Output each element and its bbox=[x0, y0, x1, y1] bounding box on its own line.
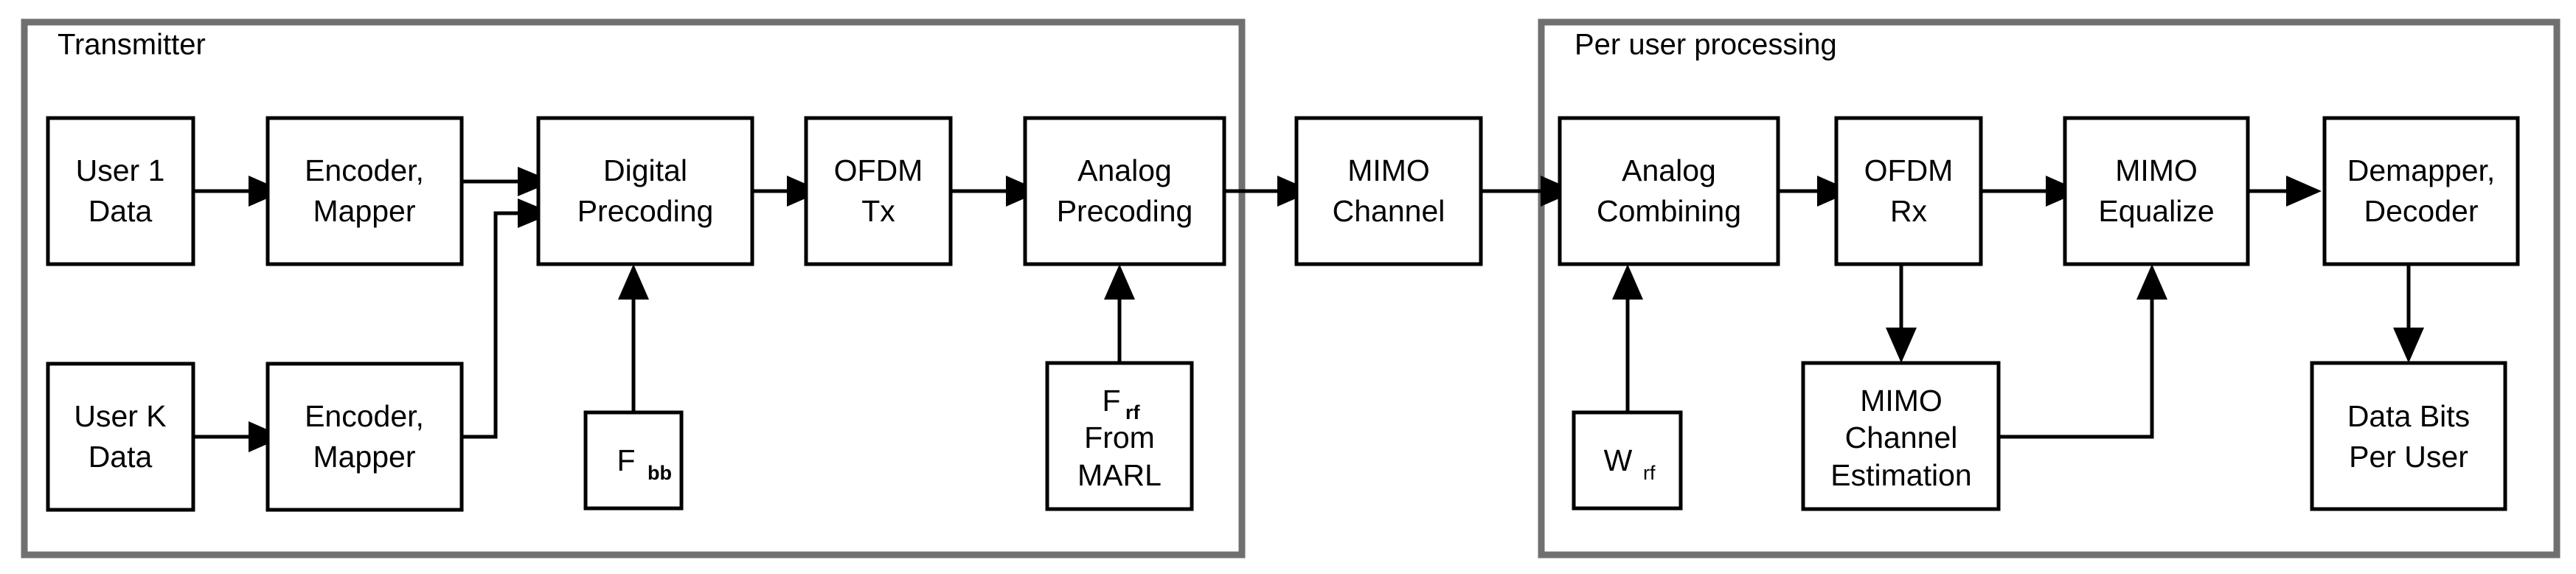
mimo-channel-estimation-line-1: MIMO bbox=[1860, 384, 1943, 418]
analog-combining-box[interactable] bbox=[1558, 116, 1780, 266]
digital-precoding-line-2: Precoding bbox=[577, 194, 714, 228]
encoder-mapper-1-line-2: Mapper bbox=[313, 194, 415, 228]
node-digital-precoding[interactable]: Digital Precoding bbox=[536, 116, 754, 266]
edge-demapper-to-data-bits bbox=[2393, 264, 2424, 363]
node-user-1-data[interactable]: User 1 Data bbox=[46, 116, 195, 266]
encoder-mapper-k-line-1: Encoder, bbox=[305, 399, 424, 433]
f-rf-line-2: From bbox=[1084, 421, 1155, 454]
node-mimo-channel-estimation[interactable]: MIMO Channel Estimation bbox=[1801, 361, 2001, 511]
node-encoder-mapper-1[interactable]: Encoder, Mapper bbox=[265, 116, 464, 266]
node-mimo-channel[interactable]: MIMO Channel bbox=[1294, 116, 1483, 266]
w-rf-subscript: rf bbox=[1643, 462, 1656, 484]
transmitter-frame bbox=[21, 18, 1246, 559]
f-rf-subscript: rf bbox=[1125, 401, 1141, 423]
node-f-rf-from-marl[interactable]: F rf From MARL bbox=[1045, 361, 1194, 511]
node-f-bb[interactable]: F bb bbox=[583, 410, 684, 511]
mimo-channel-estimation-line-3: Estimation bbox=[1830, 458, 1971, 492]
node-w-rf[interactable]: W rf bbox=[1572, 410, 1683, 511]
per-user-processing-label: Per user processing bbox=[1575, 29, 1837, 61]
f-bb-symbol: F bbox=[617, 443, 635, 477]
f-bb-subscript: bb bbox=[648, 462, 672, 484]
transmitter-label: Transmitter bbox=[58, 29, 206, 61]
w-rf-symbol: W bbox=[1604, 443, 1633, 477]
group-per-user-processing: Per user processing bbox=[1538, 18, 2561, 559]
mimo-channel-line-2: Channel bbox=[1333, 194, 1445, 228]
mimo-equalize-line-2: Equalize bbox=[2098, 194, 2214, 228]
node-encoder-mapper-k[interactable]: Encoder, Mapper bbox=[265, 362, 464, 512]
f-rf-symbol: F bbox=[1102, 384, 1120, 418]
edge-frf-to-analog-precoding bbox=[1104, 264, 1135, 363]
node-ofdm-tx[interactable]: OFDM Tx bbox=[804, 116, 953, 266]
node-analog-precoding[interactable]: Analog Precoding bbox=[1023, 116, 1226, 266]
analog-precoding-box[interactable] bbox=[1023, 116, 1226, 266]
f-rf-line-3: MARL bbox=[1077, 458, 1162, 492]
per-user-processing-frame bbox=[1538, 18, 2561, 559]
digital-precoding-box[interactable] bbox=[536, 116, 754, 266]
analog-combining-line-1: Analog bbox=[1622, 153, 1716, 187]
encoder-mapper-1-box[interactable] bbox=[265, 116, 464, 266]
edge-encoder1-to-digital-precoding bbox=[462, 167, 553, 196]
analog-combining-line-2: Combining bbox=[1597, 194, 1741, 228]
encoder-mapper-k-box[interactable] bbox=[265, 362, 464, 512]
mimo-channel-estimation-box[interactable] bbox=[1801, 361, 2001, 511]
mimo-channel-estimation-line-2: Channel bbox=[1845, 421, 1958, 454]
analog-precoding-line-1: Analog bbox=[1077, 153, 1172, 187]
user-1-data-line-2: Data bbox=[88, 194, 153, 228]
data-bits-per-user-line-2: Per User bbox=[2349, 440, 2468, 474]
user-1-data-box[interactable] bbox=[46, 116, 195, 266]
encoder-mapper-k-line-2: Mapper bbox=[313, 440, 415, 474]
ofdm-rx-box[interactable] bbox=[1834, 116, 1983, 266]
f-rf-from-marl-box[interactable] bbox=[1045, 361, 1194, 511]
w-rf-box[interactable] bbox=[1572, 410, 1683, 511]
user-1-data-line-1: User 1 bbox=[76, 153, 165, 187]
node-mimo-equalize[interactable]: MIMO Equalize bbox=[2063, 116, 2250, 266]
user-k-data-line-1: User K bbox=[74, 399, 166, 433]
edge-mimo-equalize-to-demapper-decoder bbox=[2248, 176, 2322, 207]
edge-estimation-to-mimo-equalize bbox=[1999, 264, 2167, 439]
edge-ofdm-rx-to-mimo-channel-estimation bbox=[1886, 264, 1917, 363]
edge-fbb-to-digital-precoding bbox=[618, 264, 649, 412]
edge-encoderk-to-digital-precoding bbox=[462, 198, 553, 439]
data-bits-per-user-line-1: Data Bits bbox=[2347, 399, 2470, 433]
node-data-bits-per-user[interactable]: Data Bits Per User bbox=[2310, 361, 2507, 511]
demapper-decoder-line-2: Decoder bbox=[2364, 194, 2479, 228]
demapper-decoder-box[interactable] bbox=[2322, 116, 2520, 266]
encoder-mapper-1-line-1: Encoder, bbox=[305, 153, 424, 187]
ofdm-rx-line-2: Rx bbox=[1890, 194, 1928, 228]
demapper-decoder-line-1: Demapper, bbox=[2347, 153, 2496, 187]
mimo-equalize-line-1: MIMO bbox=[2115, 153, 2198, 187]
mimo-equalize-box[interactable] bbox=[2063, 116, 2250, 266]
user-k-data-box[interactable] bbox=[46, 362, 195, 512]
user-k-data-line-2: Data bbox=[88, 440, 153, 474]
f-bb-box[interactable] bbox=[583, 410, 684, 511]
data-bits-per-user-box[interactable] bbox=[2310, 361, 2507, 511]
ofdm-tx-box[interactable] bbox=[804, 116, 953, 266]
ofdm-rx-line-1: OFDM bbox=[1864, 153, 1954, 187]
node-user-k-data[interactable]: User K Data bbox=[46, 362, 195, 512]
ofdm-tx-line-2: Tx bbox=[861, 194, 895, 228]
node-analog-combining[interactable]: Analog Combining bbox=[1558, 116, 1780, 266]
analog-precoding-line-2: Precoding bbox=[1057, 194, 1193, 228]
node-demapper-decoder[interactable]: Demapper, Decoder bbox=[2322, 116, 2520, 266]
mimo-channel-line-1: MIMO bbox=[1347, 153, 1430, 187]
mimo-channel-box[interactable] bbox=[1294, 116, 1483, 266]
ofdm-tx-line-1: OFDM bbox=[834, 153, 923, 187]
digital-precoding-line-1: Digital bbox=[603, 153, 687, 187]
group-transmitter: Transmitter bbox=[21, 18, 1246, 559]
node-ofdm-rx[interactable]: OFDM Rx bbox=[1834, 116, 1983, 266]
edge-wrf-to-analog-combining bbox=[1612, 264, 1643, 412]
